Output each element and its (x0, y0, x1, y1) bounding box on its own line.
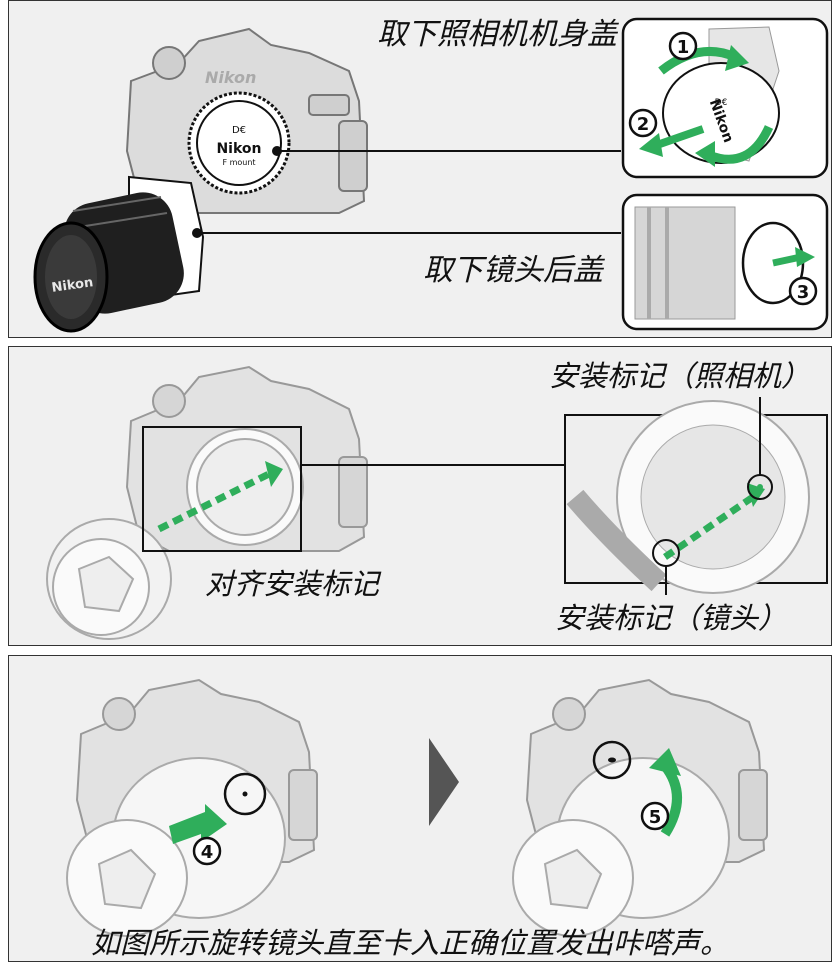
panel-3-illustration: 4 5 (66, 678, 768, 937)
lens-mount-mark (223, 772, 267, 816)
camera-with-lens-before (66, 678, 318, 937)
lens-illustration: Nikon (33, 175, 205, 333)
next-step-arrow (429, 738, 459, 826)
lens-cap-logo: Nikon (51, 275, 95, 296)
connector-lines (192, 146, 621, 238)
step-badge-4: 4 (192, 836, 222, 866)
svg-text:2: 2 (637, 114, 650, 135)
body-cap-logo: Nikon (216, 141, 261, 157)
step-badge-2: 2 (628, 108, 658, 138)
label-align-marks: 对齐安装标记 (205, 567, 380, 601)
camera-body-illustration (125, 365, 368, 552)
panel-remove-caps: Nikon D€ Nikon F mount Nikon (8, 0, 832, 338)
body-cap-sub: F mount (222, 158, 255, 167)
panel-1-illustration: Nikon D€ Nikon F mount Nikon (33, 17, 829, 333)
camera-with-lens-after (512, 678, 768, 937)
panel-2-illustration (46, 365, 828, 640)
lens-illustration (46, 518, 172, 640)
body-cap-illustration: D€ Nikon F mount (187, 91, 291, 195)
svg-text:1: 1 (677, 37, 690, 58)
insert-arrow (169, 804, 227, 844)
panel-rotate-lens: 4 5 如图所示旋转镜头直至卡入正确位置发出咔嗒声。 (8, 655, 832, 962)
label-remove-body-cap: 取下照相机机身盖 (377, 17, 617, 52)
mount-zoom-inset (564, 397, 828, 595)
mount-focus-box (142, 426, 302, 552)
lens-mount-mark (592, 740, 632, 780)
camera-badge: Nikon (205, 68, 256, 87)
inset-remove-body-cap: D€ Nikon (621, 17, 829, 179)
label-mount-mark-camera: 安装标记（照相机） (549, 359, 811, 393)
svg-text:4: 4 (201, 842, 214, 863)
label-rotate-instruction: 如图所示旋转镜头直至卡入正确位置发出咔嗒声。 (91, 926, 730, 960)
label-mount-mark-lens: 安装标记（镜头） (555, 601, 788, 635)
step-badge-5: 5 (640, 801, 670, 831)
inset-remove-rear-cap (621, 193, 829, 331)
step-badge-1: 1 (668, 31, 698, 61)
align-arrow (157, 469, 273, 533)
svg-text:5: 5 (649, 807, 662, 828)
label-remove-rear-cap: 取下镜头后盖 (423, 253, 603, 288)
svg-text:D€: D€ (715, 98, 728, 108)
svg-text:D€: D€ (232, 125, 246, 136)
panel-align-marks: 对齐安装标记 安装标记（照相机） 安装标记（镜头） (8, 346, 832, 646)
svg-text:3: 3 (797, 282, 810, 303)
step-badge-3: 3 (788, 276, 818, 306)
